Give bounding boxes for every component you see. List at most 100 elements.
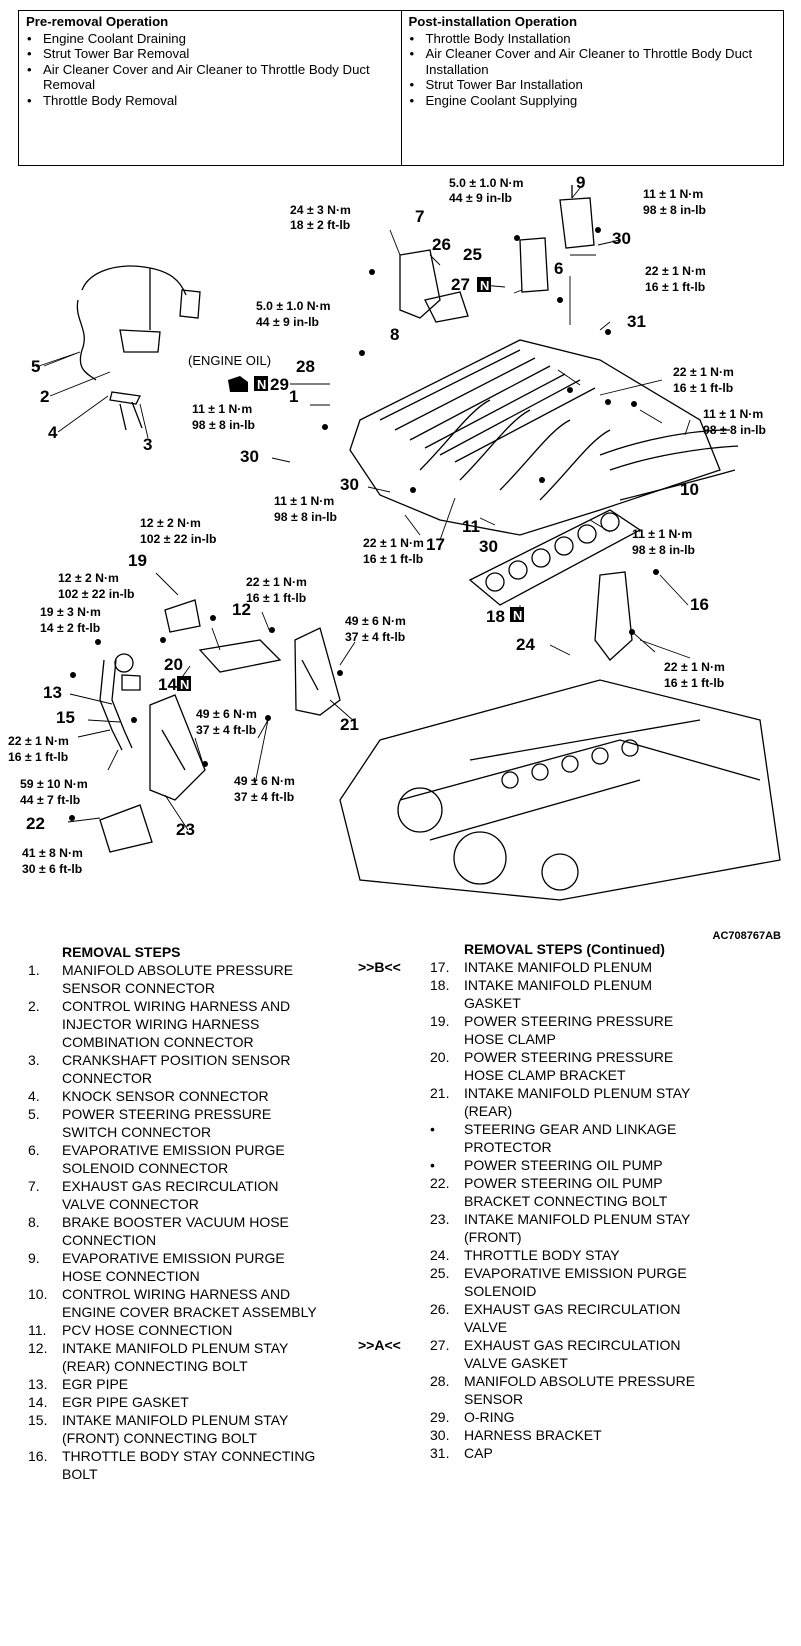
torque-line: 49 ± 6 N·m xyxy=(234,774,295,788)
step-number: 6. xyxy=(28,1142,40,1158)
torque-line: 22 ± 1 N·m xyxy=(664,660,725,674)
callout-3: 3 xyxy=(143,435,152,454)
step-number: 26. xyxy=(430,1301,450,1317)
intake-manifold-plenum xyxy=(349,339,721,536)
egr-pipe xyxy=(99,659,133,751)
figure-id: AC708767AB xyxy=(712,930,781,942)
list-item: 23.INTAKE MANIFOLD PLENUM STAY (FRONT) xyxy=(430,1210,700,1246)
torque-line: 98 ± 8 in-lb xyxy=(192,418,255,432)
step-number: 18. xyxy=(430,977,450,993)
torque-line: 22 ± 1 N·m xyxy=(645,264,706,278)
torque-line: 18 ± 2 ft-lb xyxy=(290,218,350,232)
callout-16: 16 xyxy=(690,595,709,614)
step-text: EGR PIPE xyxy=(62,1376,129,1392)
torque-line: 11 ± 1 N·m xyxy=(192,402,252,416)
step-text: POWER STEERING OIL PUMP xyxy=(464,1157,663,1173)
step-number: 2. xyxy=(28,998,40,1014)
list-item: 12.INTAKE MANIFOLD PLENUM STAY (REAR) CO… xyxy=(28,1339,318,1375)
step-number: 13. xyxy=(28,1376,48,1392)
list-item: 8.BRAKE BOOSTER VACUUM HOSE CONNECTION xyxy=(28,1213,318,1249)
torque-line: 22 ± 1 N·m xyxy=(246,575,307,589)
post-installation-list: Throttle Body Installation Air Cleaner C… xyxy=(409,31,777,109)
ps-hose-clamp xyxy=(164,599,201,633)
post-installation-title: Post-installation Operation xyxy=(408,14,578,29)
plenum-stay-front xyxy=(149,694,206,801)
step-number: 25. xyxy=(430,1265,450,1281)
step-text: STEERING GEAR AND LINKAGE PROTECTOR xyxy=(464,1121,677,1155)
step-text: MANIFOLD ABSOLUTE PRESSURE SENSOR xyxy=(464,1373,696,1407)
step-text: POWER STEERING PRESSURE HOSE CLAMP BRACK… xyxy=(464,1049,674,1083)
step-number: 19. xyxy=(430,1013,450,1029)
list-item: 30. HARNESS BRACKET xyxy=(430,1426,700,1444)
step-text: MANIFOLD ABSOLUTE PRESSURE SENSOR CONNEC… xyxy=(62,962,294,996)
step-number: 27. xyxy=(430,1337,450,1353)
callout-1: 1 xyxy=(289,387,298,406)
wiring-harness xyxy=(76,265,201,431)
step-number: 12. xyxy=(28,1340,48,1356)
callout-12: 12 xyxy=(232,600,251,619)
pre-removal-column: Pre-removal Operation Engine Coolant Dra… xyxy=(19,11,401,165)
list-item: 21.INTAKE MANIFOLD PLENUM STAY (REAR) xyxy=(430,1084,700,1120)
new-mark: N xyxy=(513,608,522,623)
step-number: 22. xyxy=(430,1175,450,1191)
step-number: 4. xyxy=(28,1088,40,1104)
torque-line: 102 ± 22 in-lb xyxy=(58,587,134,601)
list-item: Engine Coolant Supplying xyxy=(410,93,777,109)
torque-line: 49 ± 6 N·m xyxy=(196,707,257,721)
torque-line: 22 ± 1 N·m xyxy=(8,734,69,748)
callout-30: 30 xyxy=(240,447,259,466)
callout-9: 9 xyxy=(576,175,585,192)
list-item: •STEERING GEAR AND LINKAGE PROTECTOR xyxy=(430,1120,700,1156)
callout-4: 4 xyxy=(48,423,58,442)
torque-line: 37 ± 4 ft-lb xyxy=(196,723,256,737)
torque-line: 14 ± 2 ft-lb xyxy=(40,621,100,635)
exploded-parts-diagram: 1 2 3 4 5 6 7 8 9 10 11 12 13 14 15 16 1… xyxy=(8,175,781,901)
step-number: 30. xyxy=(430,1427,450,1443)
torque-line: 41 ± 8 N·m xyxy=(22,846,83,860)
removal-steps-right: REMOVAL STEPS (Continued) >>B<<17.INTAKE… xyxy=(358,940,700,1462)
callout-17: 17 xyxy=(426,535,445,554)
step-number: 29. xyxy=(430,1409,450,1425)
list-item: Strut Tower Bar Removal xyxy=(27,46,394,62)
step-text: CONTROL WIRING HARNESS AND INJECTOR WIRI… xyxy=(62,998,291,1050)
callout-labels: 1 2 3 4 5 6 7 8 9 10 11 12 13 14 15 16 1… xyxy=(26,175,709,839)
callout-18: 18 xyxy=(486,607,505,626)
list-item: 10.CONTROL WIRING HARNESS AND ENGINE COV… xyxy=(28,1285,318,1321)
step-text: INTAKE MANIFOLD PLENUM GASKET xyxy=(464,977,652,1011)
torque-line: 16 ± 1 ft-lb xyxy=(363,552,423,566)
callout-20: 20 xyxy=(164,655,183,674)
list-item: Strut Tower Bar Installation xyxy=(410,77,777,93)
torque-line: 16 ± 1 ft-lb xyxy=(8,750,68,764)
step-number: 15. xyxy=(28,1412,48,1428)
step-number: • xyxy=(430,1157,435,1173)
operation-table: Pre-removal Operation Engine Coolant Dra… xyxy=(18,10,784,166)
list-item: Air Cleaner Cover and Air Cleaner to Thr… xyxy=(27,62,394,93)
list-item: 3.CRANKSHAFT POSITION SENSOR CONNECTOR xyxy=(28,1051,318,1087)
step-number: 16. xyxy=(28,1448,48,1464)
new-mark: N xyxy=(257,377,266,392)
list-item: >>B<<17.INTAKE MANIFOLD PLENUM xyxy=(358,958,700,976)
callout-29: 29 xyxy=(270,375,289,394)
torque-line: 16 ± 1 ft-lb xyxy=(246,591,306,605)
list-item: • POWER STEERING OIL PUMP xyxy=(430,1156,700,1174)
step-text: EVAPORATIVE EMISSION PURGE SOLENOID xyxy=(464,1265,687,1299)
step-text: INTAKE MANIFOLD PLENUM STAY (FRONT) CONN… xyxy=(62,1412,289,1446)
step-text: HARNESS BRACKET xyxy=(464,1427,602,1443)
step-number: 1. xyxy=(28,962,40,978)
step-text: KNOCK SENSOR CONNECTOR xyxy=(62,1088,269,1104)
list-item: 14.EGR PIPE GASKET xyxy=(28,1393,318,1411)
callout-25: 25 xyxy=(463,245,482,264)
plenum-gasket xyxy=(468,509,642,606)
list-item: 1. MANIFOLD ABSOLUTE PRESSURE SENSOR CONN… xyxy=(28,961,318,997)
callout-8: 8 xyxy=(390,325,399,344)
step-text: O-RING xyxy=(464,1409,515,1425)
service-point-mark: >>A<< xyxy=(358,1337,401,1353)
removal-steps-left: REMOVAL STEPS 1.MANIFOLD ABSOLUTE PRESSU… xyxy=(28,943,318,1483)
callout-22: 22 xyxy=(26,814,45,833)
torque-line: 16 ± 1 ft-lb xyxy=(664,676,724,690)
torque-line: 44 ± 7 ft-lb xyxy=(20,793,80,807)
step-text: THROTTLE BODY STAY xyxy=(464,1247,620,1263)
list-item: 26.EXHAUST GAS RECIRCULATION VALVE xyxy=(430,1300,700,1336)
torque-line: 24 ± 3 N·m xyxy=(290,203,351,217)
callout-5: 5 xyxy=(31,357,40,376)
